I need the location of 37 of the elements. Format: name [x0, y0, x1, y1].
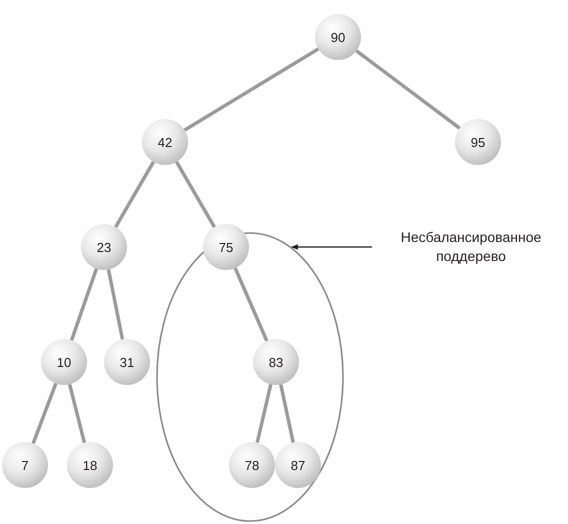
node-value: 78	[244, 458, 260, 472]
tree-node-circle	[455, 119, 501, 165]
callout-text: Несбалансированное поддерево	[376, 228, 566, 268]
tree-edge	[68, 384, 86, 444]
node-value: 18	[82, 458, 98, 472]
tree-edge	[279, 384, 295, 443]
node-value: 7	[21, 458, 29, 472]
tree-edge	[234, 267, 268, 342]
tree-node-circle	[275, 442, 321, 488]
tree-node-circle	[229, 442, 275, 488]
node-value: 83	[268, 354, 284, 370]
node-value: 87	[290, 458, 306, 472]
tree-edge	[355, 49, 461, 130]
tree-node-circle	[315, 14, 361, 60]
node-value: 42	[158, 134, 172, 150]
tree-node-circle	[41, 339, 87, 385]
tree-node-circle	[81, 224, 127, 270]
tree-node-circle	[253, 339, 299, 385]
tree-edge	[184, 47, 320, 132]
node-value: 90	[330, 30, 346, 44]
tree-node-circle	[67, 442, 113, 488]
node-value: 95	[470, 134, 486, 150]
tree-edge	[114, 161, 155, 228]
node-value: 23	[96, 240, 112, 254]
tree-node-circle	[2, 442, 48, 488]
tree-edge	[256, 384, 272, 443]
tree-node-circle	[104, 339, 150, 385]
tree-edge	[175, 161, 216, 228]
tree-node-circle	[203, 224, 249, 270]
tree-node-circle	[142, 119, 188, 165]
node-value: 10	[56, 354, 72, 370]
node-value: 31	[120, 354, 134, 370]
arrow	[290, 244, 372, 250]
node-value: 75	[218, 240, 234, 254]
tree-edge	[106, 269, 124, 340]
tree-edge	[70, 268, 98, 341]
tree-edge	[32, 382, 58, 444]
